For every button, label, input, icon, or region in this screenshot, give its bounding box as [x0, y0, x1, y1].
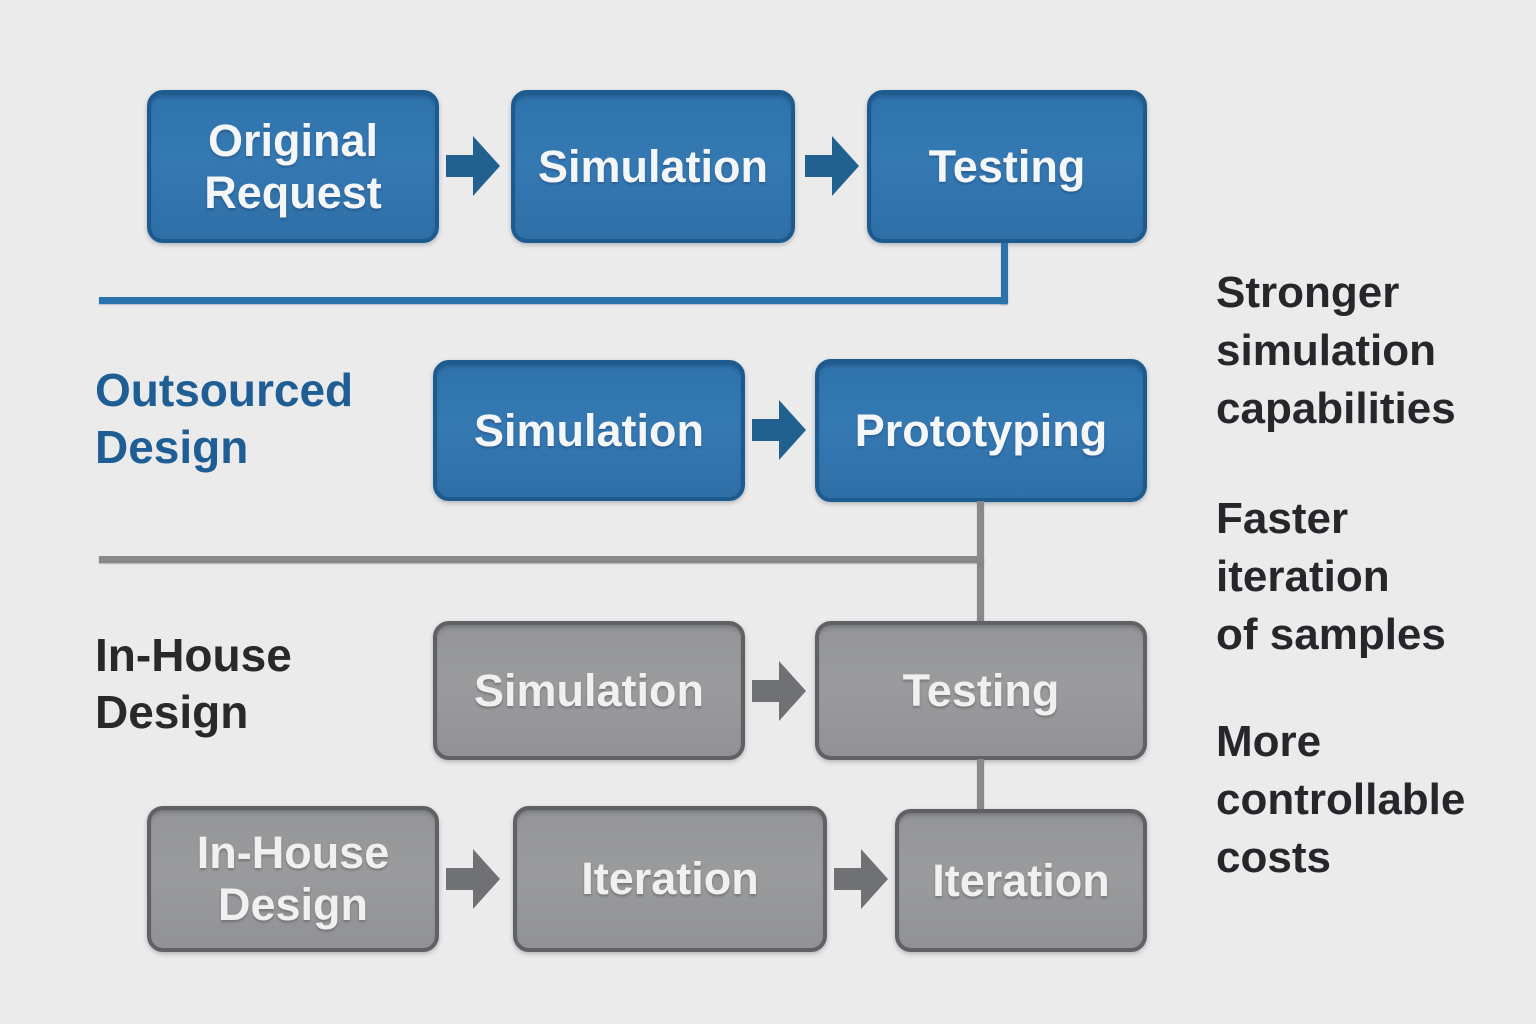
arrow-right-icon — [446, 849, 500, 909]
flow-box-iteration-2: Iteration — [895, 809, 1147, 952]
flow-box-inhouse-design: In-House Design — [147, 806, 439, 952]
connector-blue-vertical — [1001, 243, 1008, 304]
flow-box-iteration-1: Iteration — [513, 806, 827, 952]
outsourced-design-label: Outsourced Design — [95, 364, 354, 473]
arrow-right-icon — [834, 849, 888, 909]
connector-gray-horizontal — [99, 556, 984, 563]
flow-box-prototyping: Prototyping — [815, 359, 1147, 502]
benefit-text-1: Stronger simulation capabilities — [1216, 268, 1456, 433]
connector-gray-vertical-2 — [977, 759, 984, 812]
arrow-right-icon — [752, 400, 806, 460]
flow-box-simulation-3: Simulation — [433, 621, 745, 760]
benefit-text-3: More controllable costs — [1216, 717, 1466, 882]
flow-box-simulation-1: Simulation — [511, 90, 795, 243]
connector-blue-horizontal — [99, 297, 1008, 304]
benefit-text-2: Faster iteration of samples — [1216, 494, 1446, 659]
arrow-right-icon — [752, 661, 806, 721]
arrow-right-icon — [805, 136, 859, 196]
flow-box-testing-2: Testing — [815, 621, 1147, 760]
flow-box-testing-1: Testing — [867, 90, 1147, 243]
flow-box-simulation-2: Simulation — [433, 360, 745, 501]
inhouse-design-label: In-House Design — [95, 629, 292, 738]
flow-box-original-request: Original Request — [147, 90, 439, 243]
arrow-right-icon — [446, 136, 500, 196]
